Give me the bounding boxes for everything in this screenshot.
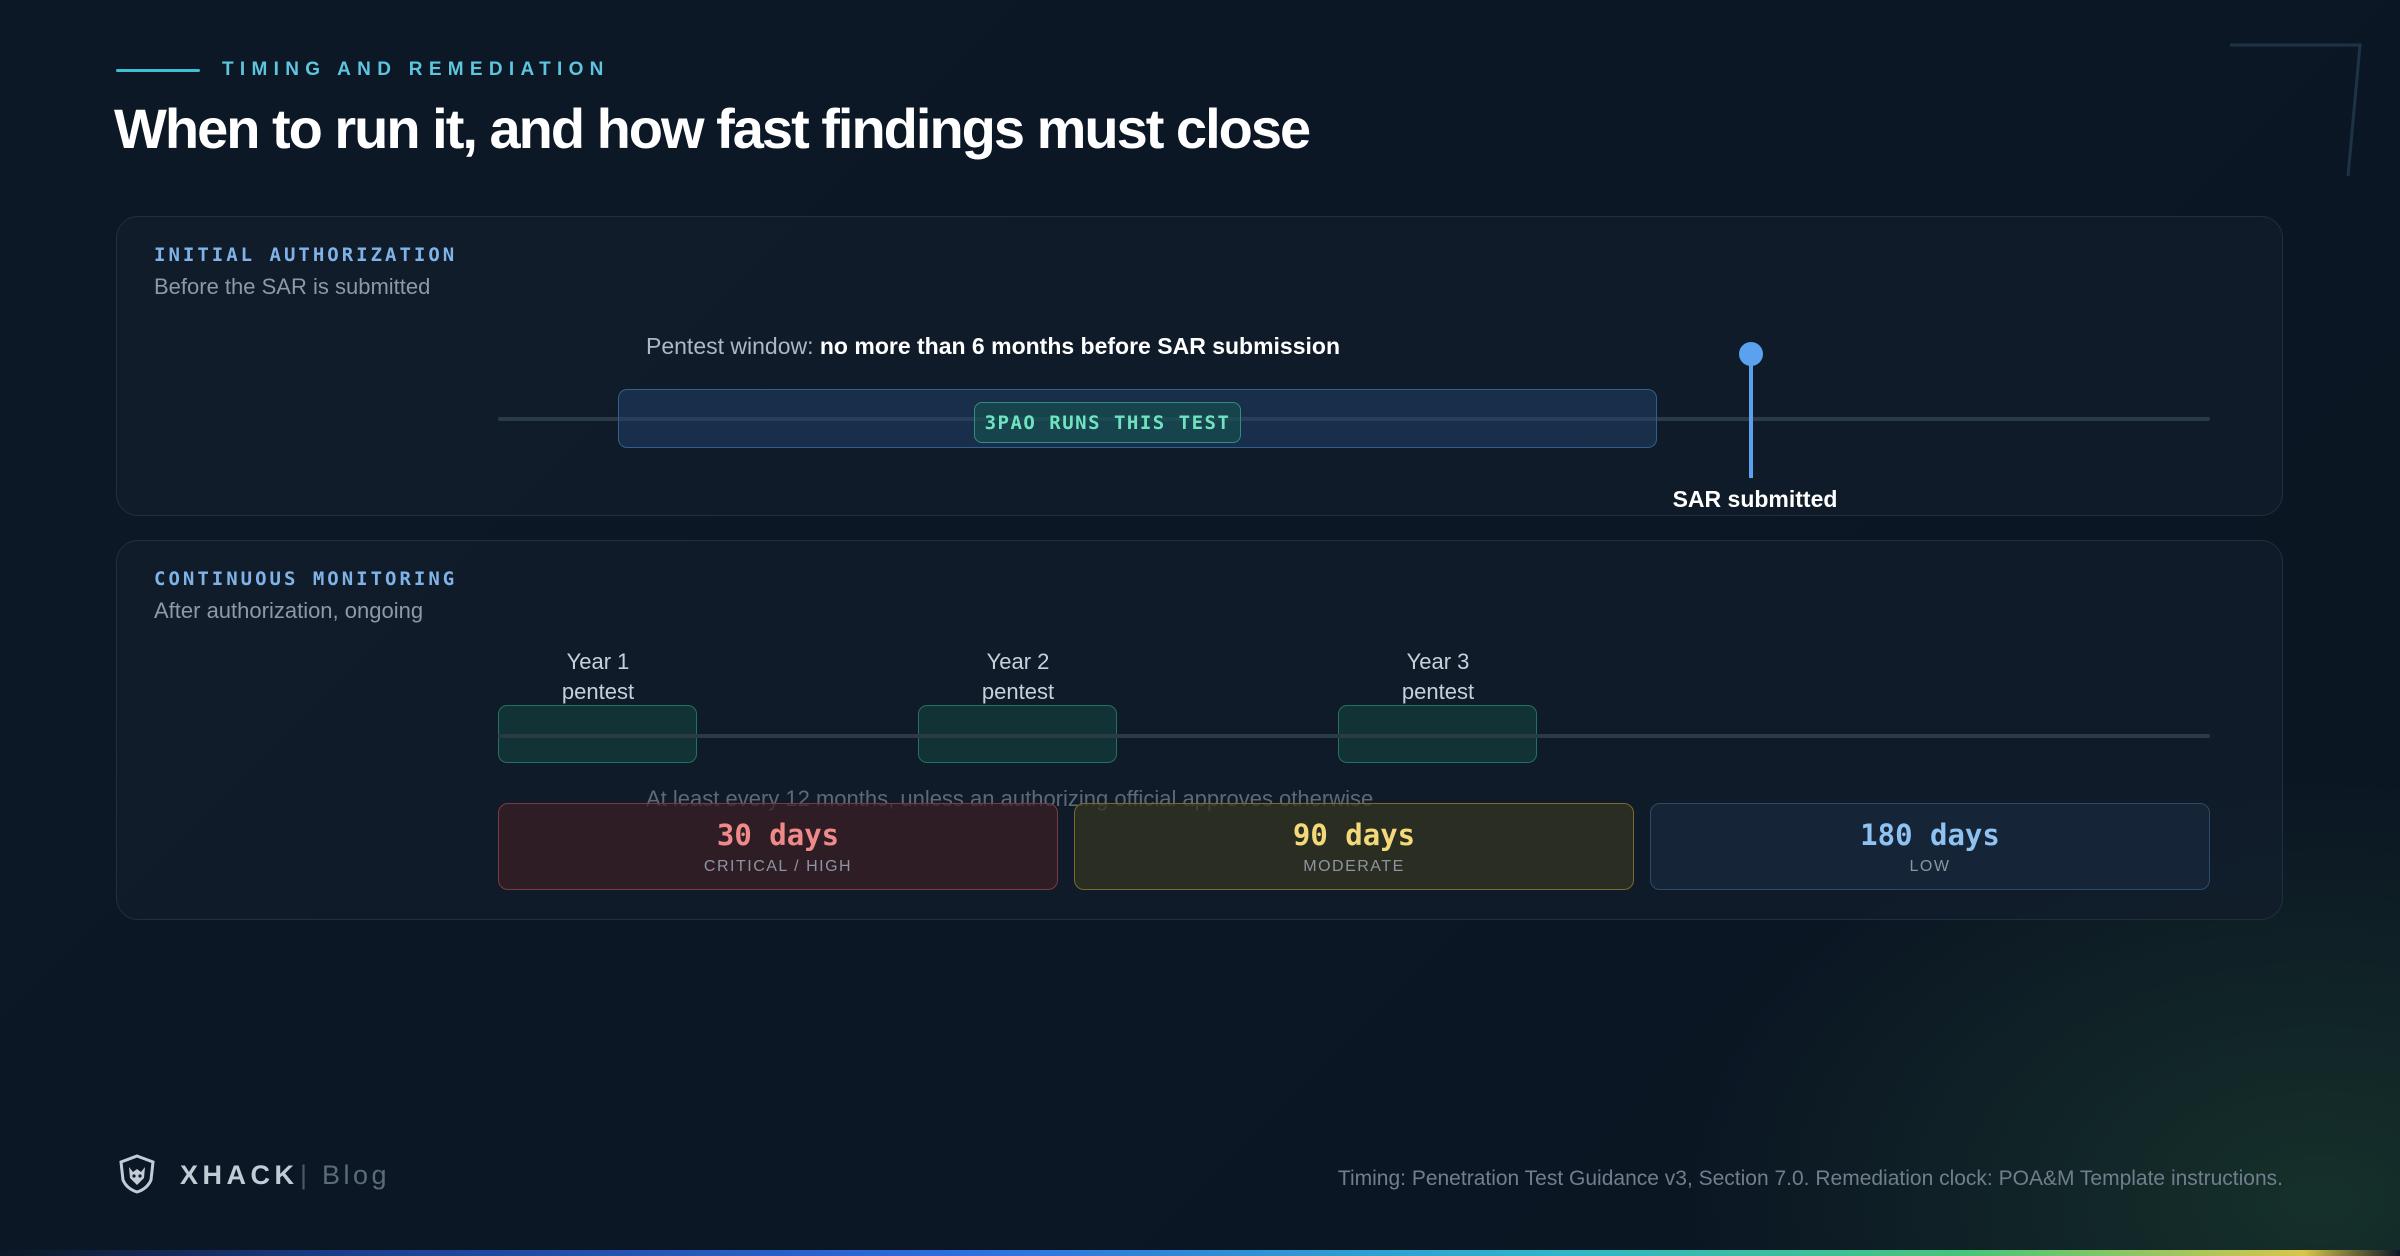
remediation-days: 90 days	[1292, 817, 1416, 852]
remediation-severity: MODERATE	[1303, 857, 1405, 875]
continuous-monitoring-label: CONTINUOUS MONITORING	[154, 568, 458, 590]
remediation-severity: LOW	[1909, 857, 1951, 875]
wolf-shield-icon	[119, 1154, 155, 1194]
pin-marker-icon	[1739, 342, 1763, 366]
remediation-severity: CRITICAL / HIGH	[703, 857, 853, 875]
initial-timeline-track	[498, 417, 2210, 421]
bottom-gradient-bar	[0, 1250, 2400, 1256]
year-1-title: Year 1	[566, 649, 630, 674]
year-3-label: Year 3 pentest	[1338, 647, 1538, 707]
window-caption-prefix: Pentest window:	[646, 333, 820, 359]
remediation-card-low: 180 days LOW	[1650, 803, 2210, 890]
initial-authorization-panel	[116, 216, 2283, 516]
year-3-subtitle: pentest	[1401, 679, 1475, 704]
continuous-monitoring-subtitle: After authorization, ongoing	[154, 598, 424, 623]
remediation-days: 180 days	[1860, 817, 2000, 852]
year-1-label: Year 1 pentest	[498, 647, 698, 707]
source-note: Timing: Penetration Test Guidance v3, Se…	[1337, 1167, 2283, 1190]
remediation-card-critical-high: 30 days CRITICAL / HIGH	[498, 803, 1058, 890]
remediation-days: 30 days	[716, 817, 840, 852]
year-3-title: Year 3	[1406, 649, 1470, 674]
3pao-badge: 3PAO RUNS THIS TEST	[974, 402, 1241, 443]
year-2-label: Year 2 pentest	[918, 647, 1118, 707]
remediation-card-moderate: 90 days MODERATE	[1074, 803, 1634, 890]
initial-authorization-label: INITIAL AUTHORIZATION	[154, 244, 458, 266]
sar-milestone-stem	[1749, 360, 1753, 478]
year-2-title: Year 2	[986, 649, 1050, 674]
page-title: When to run it, and how fast findings mu…	[114, 97, 1311, 160]
brand-section: Blog	[322, 1160, 391, 1190]
brand-name: XHACK	[180, 1160, 299, 1190]
eyebrow: TIMING AND REMEDIATION	[222, 59, 610, 80]
pentest-window-caption: Pentest window: no more than 6 months be…	[646, 333, 1340, 360]
continuous-timeline-track	[498, 734, 2210, 738]
initial-authorization-subtitle: Before the SAR is submitted	[154, 274, 431, 299]
sar-submitted-label: SAR submitted	[1672, 486, 1838, 512]
year-2-subtitle: pentest	[981, 679, 1055, 704]
eyebrow-rule	[116, 69, 200, 72]
window-caption-emphasis: no more than 6 months before SAR submiss…	[819, 333, 1340, 359]
year-1-subtitle: pentest	[561, 679, 635, 704]
corner-bracket-icon	[2230, 43, 2362, 177]
brand-separator: |	[300, 1160, 308, 1190]
